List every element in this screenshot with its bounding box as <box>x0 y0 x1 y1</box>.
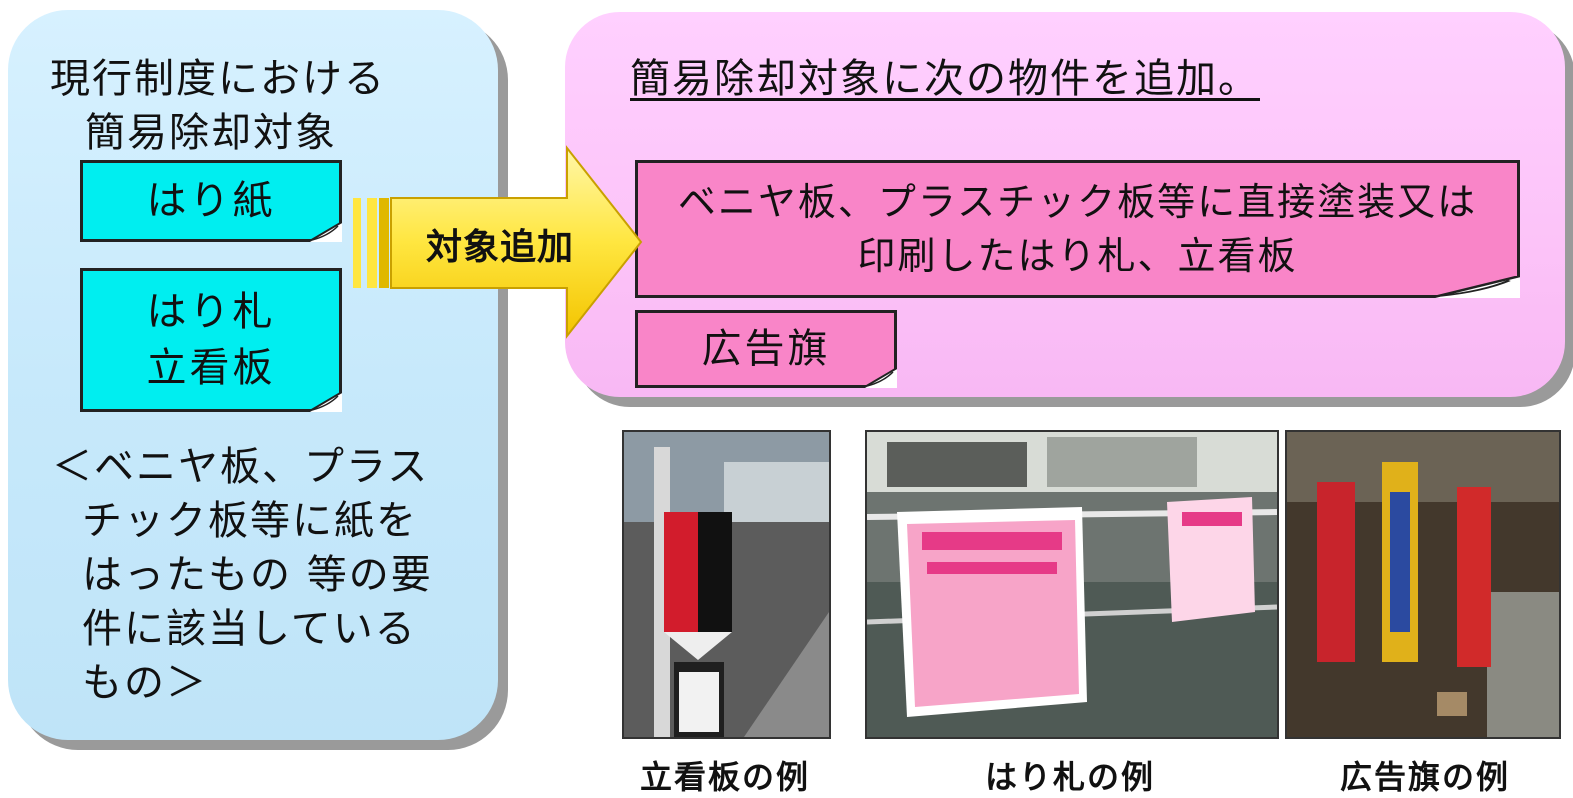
tatekan-caption: 立看板の例 <box>639 758 810 796</box>
harifuda-example-photo <box>865 430 1279 739</box>
desc-line-5: もの＞ <box>82 660 208 706</box>
title-line-1: 現行制度における <box>50 56 386 102</box>
add-target-arrow-icon <box>353 145 643 339</box>
flag-caption: 広告旗の例 <box>1339 758 1510 796</box>
note-tatekan-label: 立看板 <box>146 345 276 391</box>
current-system-description: ＜ベニヤ板、プラス チック板等に紙を はったもの 等の要 件に該当している もの… <box>52 440 472 710</box>
page-curl-icon <box>308 222 342 242</box>
note-harifuda-label: はり札 <box>146 289 276 335</box>
page-curl-icon <box>1430 276 1520 298</box>
title-line-2: 簡易除却対象 <box>85 110 337 156</box>
add-target-label: 対象追加 <box>425 227 574 268</box>
note-advertising-flag-label: 広告旗 <box>701 326 831 372</box>
page-curl-icon <box>308 392 342 412</box>
note-advertising-flag: 広告旗 <box>635 310 897 388</box>
harifuda-caption: はり札の例 <box>984 758 1155 796</box>
desc-line-2: チック板等に紙を <box>82 498 418 544</box>
flag-scene-image <box>1287 432 1559 737</box>
desc-line-1: ＜ベニヤ板、プラス <box>52 444 430 490</box>
note-harigami: はり紙 <box>80 160 342 242</box>
note-painted-boards-line-1: ベニヤ板、プラスチック板等に直接塗装又は <box>677 180 1478 224</box>
note-harigami-label: はり紙 <box>146 178 276 224</box>
added-targets-heading: 簡易除却対象に次の物件を追加。 <box>630 56 1260 102</box>
current-system-title: 現行制度における 簡易除却対象 <box>50 52 490 160</box>
tatekan-example-photo <box>622 430 831 739</box>
desc-line-4: 件に該当している <box>82 606 417 652</box>
harifuda-scene-image <box>867 432 1277 737</box>
desc-line-3: はったもの 等の要 <box>82 552 433 598</box>
note-painted-boards-line-2: 印刷したはり札、立看板 <box>857 234 1298 278</box>
note-painted-boards: ベニヤ板、プラスチック板等に直接塗装又は 印刷したはり札、立看板 <box>635 160 1520 298</box>
page-curl-icon <box>863 368 897 388</box>
flag-example-photo <box>1285 430 1561 739</box>
tatekan-scene-image <box>624 432 829 737</box>
note-harifuda-tatekan: はり札 立看板 <box>80 268 342 412</box>
